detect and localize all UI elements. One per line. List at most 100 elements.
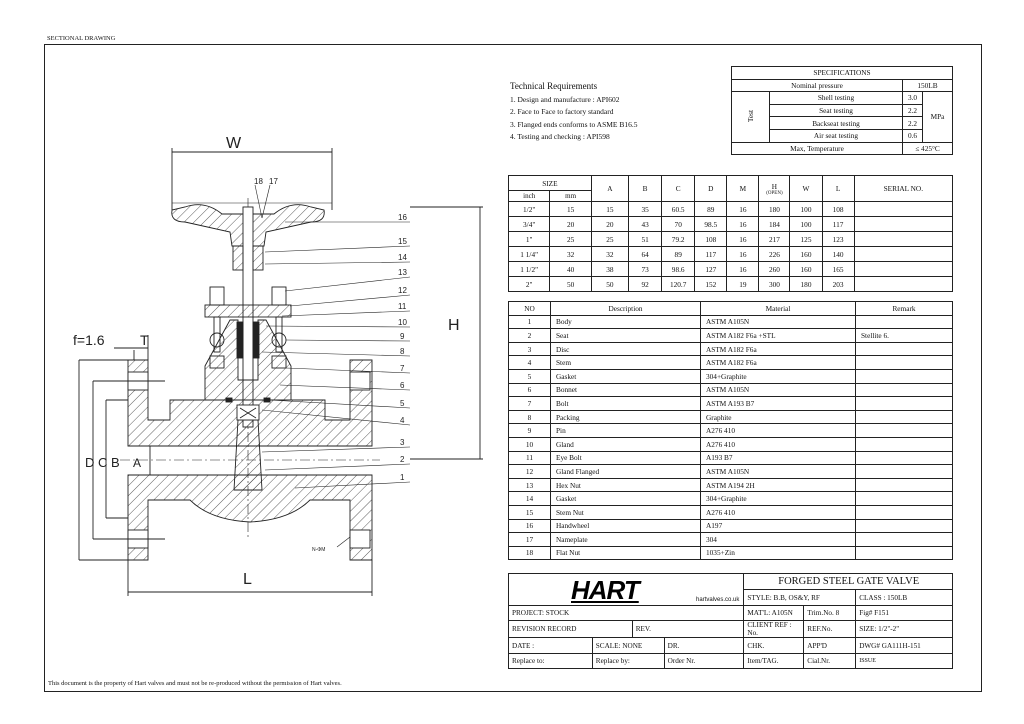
part-description: Bolt — [550, 396, 701, 411]
max-temp-label: Max, Temperature — [731, 141, 903, 156]
dimension-table: SIZE A B C D M H(OPEN) W L SERIAL NO. in… — [507, 175, 954, 292]
size-cell: 184 — [758, 216, 791, 232]
col-no: NO — [508, 301, 551, 316]
size-cell: 25 — [549, 231, 592, 247]
svg-text:9: 9 — [400, 332, 405, 341]
col-description: Description — [550, 301, 701, 316]
part-material: ASTM A182 F6a — [700, 355, 856, 370]
test-value: 2.2 — [902, 116, 923, 130]
test-name: Seat testing — [769, 103, 903, 118]
property-notice: This document is the property of Hart va… — [48, 680, 342, 687]
bolt-hole-label: N-ΦM — [312, 547, 325, 553]
part-material: ASTM A105N — [700, 382, 856, 398]
size-cell: 15 — [549, 201, 592, 217]
size-cell: 20 — [590, 216, 630, 232]
col-m: M — [726, 175, 760, 202]
svg-text:6: 6 — [400, 381, 405, 390]
size-cell: 20 — [549, 216, 592, 232]
part-no: 5 — [508, 368, 551, 384]
size-cell: 38 — [590, 261, 630, 277]
part-remark — [855, 464, 953, 479]
size-cell: 79.2 — [661, 231, 696, 247]
tech-title: Technical Requirements — [510, 81, 598, 91]
part-remark: Stellite 6. — [855, 328, 953, 343]
dim-f-label: f=1.6 — [73, 332, 105, 348]
part-no: 16 — [508, 518, 551, 534]
size-cell: 165 — [821, 261, 855, 277]
size-cell: 1 1/2" — [507, 261, 551, 277]
col-serial: SERIAL NO. — [853, 175, 954, 202]
part-no: 17 — [508, 532, 551, 547]
style-field: STYLE: B.B, OS&Y, RF — [743, 589, 857, 606]
part-description: Stem — [550, 355, 701, 370]
size-cell: 89 — [661, 246, 696, 262]
size-cell: 50 — [590, 276, 630, 292]
part-description: Stem Nut — [550, 504, 701, 520]
svg-text:16: 16 — [398, 213, 407, 222]
size-cell: 226 — [758, 246, 791, 262]
size-cell: 89 — [694, 201, 728, 217]
part-description: Bonnet — [550, 382, 701, 398]
part-description: Pin — [550, 423, 701, 438]
svg-text:8: 8 — [400, 347, 405, 356]
item-tag-field: Item/TAG. — [743, 652, 805, 670]
size-cell — [853, 246, 954, 262]
material-field: MAT'L: A105N — [743, 604, 805, 622]
part-no: 18 — [508, 545, 551, 561]
part-remark — [855, 436, 953, 452]
order-field: Order Nr. — [663, 652, 745, 670]
chk-field: CHK. — [743, 637, 805, 654]
part-remark — [855, 504, 953, 520]
replace-to-field: Replace to: — [508, 652, 593, 670]
part-description: Packing — [550, 409, 701, 425]
fig-field: Fig# F151 — [855, 604, 953, 622]
size-cell: 16 — [726, 261, 760, 277]
size-cell: 217 — [758, 231, 791, 247]
part-remark — [855, 382, 953, 398]
part-remark — [855, 532, 953, 547]
col-h: H(OPEN) — [758, 175, 791, 202]
size-cell: 108 — [694, 231, 728, 247]
part-material: A276 410 — [700, 436, 856, 452]
size-cell: 140 — [821, 246, 855, 262]
tech-item: 3. Flanged ends conforms to ASME B16.5 — [510, 119, 638, 129]
part-no: 6 — [508, 382, 551, 398]
dim-dcb-label: D C B — [85, 455, 120, 470]
test-label: Test — [731, 91, 770, 143]
part-material: ASTM A182 F6a — [700, 341, 856, 357]
part-remark — [855, 409, 953, 425]
dim-l-label: L — [243, 571, 252, 588]
client-ref-field: CLIENT REF : No. — [743, 620, 805, 639]
replace-by-field: Replace by: — [591, 652, 665, 670]
sheet-header: SECTIONAL DRAWING — [47, 35, 116, 42]
dim-w-label: W — [226, 135, 242, 152]
size-cell: 40 — [549, 261, 592, 277]
size-cell: 203 — [821, 276, 855, 292]
size-cell: 300 — [758, 276, 791, 292]
part-no: 9 — [508, 423, 551, 438]
part-description: Hex Nut — [550, 477, 701, 493]
svg-text:4: 4 — [400, 416, 405, 425]
size-cell: 1" — [507, 231, 551, 247]
size-cell — [853, 216, 954, 232]
website-label: hartvalves.co.uk — [696, 597, 740, 603]
part-no: 8 — [508, 409, 551, 425]
technical-requirements: Technical Requirements 1. Design and man… — [510, 80, 638, 144]
part-remark — [855, 396, 953, 411]
test-value: 3.0 — [902, 91, 923, 105]
cial-field: Cial.Nr. — [803, 652, 857, 670]
test-name: Air seat testing — [769, 128, 903, 143]
size-cell: 98.5 — [694, 216, 728, 232]
size-cell: 70 — [661, 216, 696, 232]
part-material: ASTM A105N — [700, 314, 856, 330]
svg-text:14: 14 — [398, 253, 407, 262]
part-material: A197 — [700, 518, 856, 534]
